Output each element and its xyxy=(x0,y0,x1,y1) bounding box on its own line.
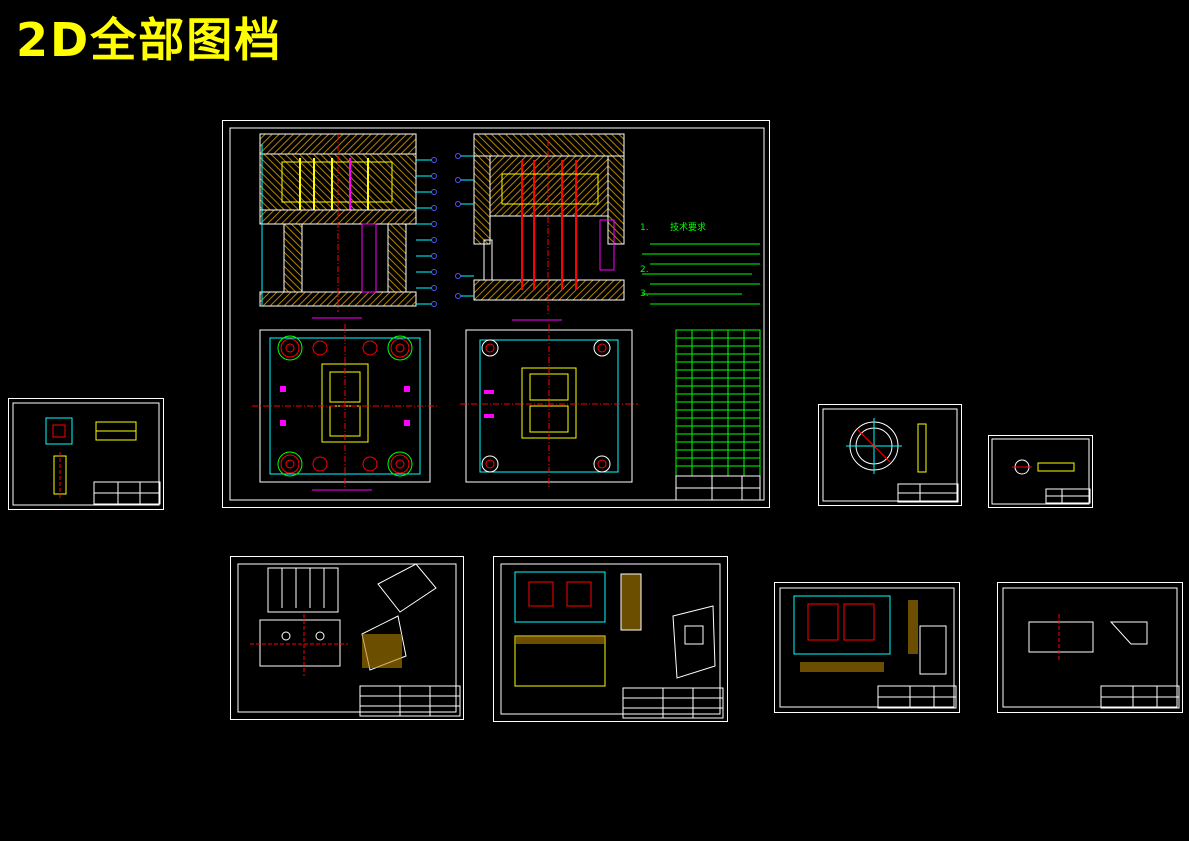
part-drawing-5 xyxy=(493,556,728,722)
tech-req-item-1: 1. xyxy=(640,223,649,233)
part-drawing-2 xyxy=(818,404,962,506)
plan-view-left xyxy=(252,324,438,491)
section-view-right xyxy=(455,133,625,321)
part-drawing-3 xyxy=(988,435,1093,508)
title-block xyxy=(675,475,761,501)
plan-view-right xyxy=(460,324,638,488)
part-drawing-4 xyxy=(230,556,464,720)
bill-of-materials xyxy=(675,329,761,477)
tech-requirements-title: 技术要求 xyxy=(670,221,706,233)
assembly-drawing: 技术要求 1. 2. 3. xyxy=(222,120,770,508)
tech-req-item-3: 3. xyxy=(640,289,649,299)
part-drawing-1 xyxy=(8,398,164,510)
drawing-sheet-5[interactable] xyxy=(493,556,728,722)
part-drawing-6 xyxy=(774,582,960,713)
drawing-sheet-assembly[interactable]: 技术要求 1. 2. 3. xyxy=(222,120,770,508)
section-view-left xyxy=(259,133,437,319)
page-title: 2D全部图档 xyxy=(16,13,283,67)
drawing-sheet-2[interactable] xyxy=(818,404,962,506)
bom-rows xyxy=(676,337,760,467)
drawing-sheet-7[interactable] xyxy=(997,582,1183,713)
drawing-sheet-4[interactable] xyxy=(230,556,464,720)
drawing-sheet-1[interactable] xyxy=(8,398,164,510)
tech-req-item-2: 2. xyxy=(640,265,649,275)
part-drawing-7 xyxy=(997,582,1183,713)
drawing-sheet-6[interactable] xyxy=(774,582,960,713)
drawing-sheet-3[interactable] xyxy=(988,435,1093,508)
tech-requirements-text xyxy=(642,243,760,305)
